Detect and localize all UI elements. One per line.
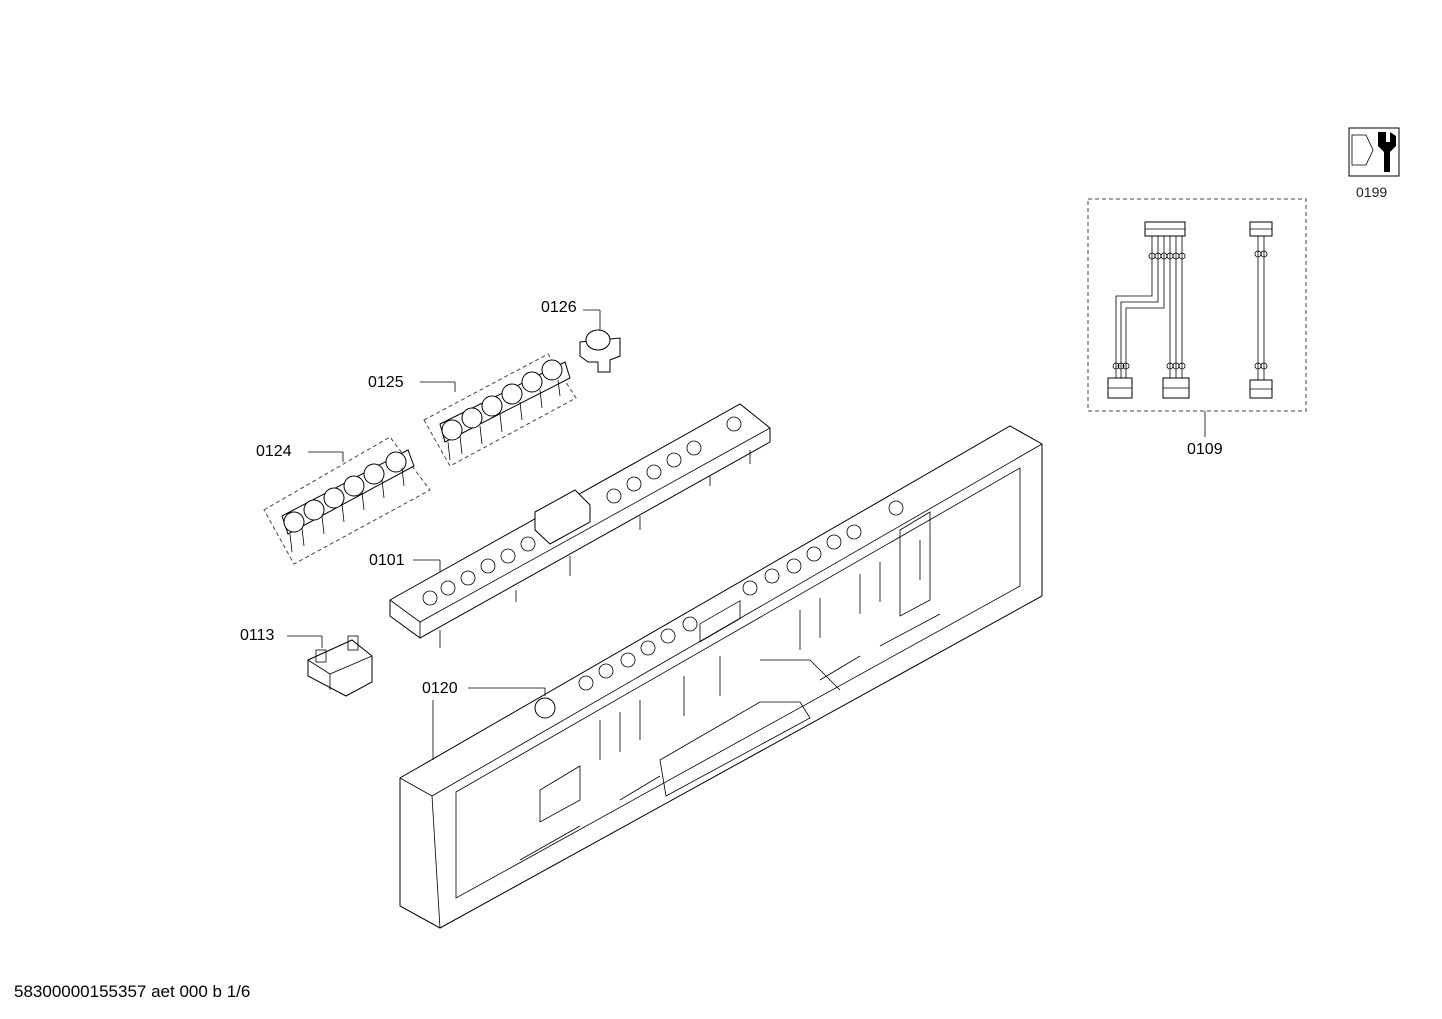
connector-part [287, 635, 373, 697]
single-button-part [579, 309, 621, 373]
document-code: 58300000155357 aet 000 b 1/6 [14, 982, 251, 1001]
callout-0120: 0120 [422, 680, 458, 697]
callout-0113: 0113 [240, 627, 275, 644]
wiring-harness [1087, 198, 1307, 437]
button-strip-lower [263, 436, 431, 565]
wrench-nut-icon [1348, 127, 1400, 177]
callout-0126: 0126 [541, 299, 577, 316]
callout-0199: 0199 [1356, 184, 1388, 200]
callout-0125: 0125 [368, 374, 404, 391]
callout-0124: 0124 [256, 443, 292, 460]
control-module [389, 403, 771, 648]
callout-0101: 0101 [369, 552, 405, 569]
front-panel [399, 425, 1043, 929]
button-strip-upper [420, 353, 577, 467]
callout-0109: 0109 [1187, 441, 1223, 458]
